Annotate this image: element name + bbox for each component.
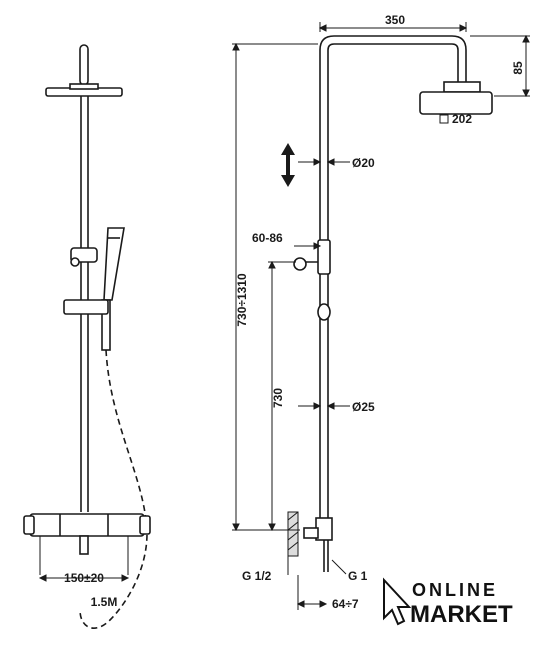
dimension-wall-offset [296,575,328,610]
wall-hatch [287,511,299,557]
wall-connector [303,527,319,539]
dimension-pipe-upper [298,158,350,166]
dimension-lower-height [268,260,296,532]
head-connector [69,83,99,90]
dimension-arm-width [318,22,468,32]
side-slider [317,239,331,275]
connection-right-label: G 1 [348,569,368,583]
g-one-leader [331,559,347,575]
hand-shower [103,227,125,301]
slider-range-label: 60-86 [252,231,283,245]
riser-top-pipe [79,44,89,86]
pipe-lower-label: Ø25 [352,400,375,414]
pipe-knob [317,303,331,321]
hose-length-label: 1.5M [91,595,118,609]
mixer-outlet [79,535,89,555]
slider-pivot [293,257,307,271]
mixer-body [29,513,145,537]
shower-arm-inner [327,43,459,82]
lower-height-label: 730 [271,388,285,408]
dimension-total-height [232,42,318,532]
lower-bracket [63,299,109,315]
head-neck [443,81,481,93]
adjust-arrow-icon [281,143,295,187]
dimension-pipe-lower [298,402,350,410]
dimension-head-height [470,34,530,98]
front-view [23,44,151,629]
onlinemarket-logo: ONLINE MARKET [383,577,513,628]
hose-dashed [79,349,148,629]
mixer-right-knob [139,515,151,535]
side-view [293,35,493,572]
head-size-marker [439,114,449,124]
head-size-label: 202 [452,112,472,126]
logo-line1: ONLINE [412,580,498,600]
dimension-mixer-spacing [38,574,130,582]
slider-knob [70,257,80,267]
connection-left-label: G 1/2 [242,569,272,583]
shower-arm-outer [319,35,467,82]
dimension-slider-range [294,242,322,250]
shower-head [419,91,493,115]
mixer-spacing-label: 150±20 [64,571,104,585]
logo-line2: MARKET [410,601,513,628]
arm-width-label: 350 [385,13,405,27]
mixer-left-knob [23,515,35,535]
wall-offset-label: 64÷7 [332,597,359,611]
cursor-icon [383,577,412,626]
total-height-label: 730÷1310 [235,273,249,327]
head-height-label: 85 [511,61,525,75]
pipe-upper-label: Ø20 [352,156,375,170]
